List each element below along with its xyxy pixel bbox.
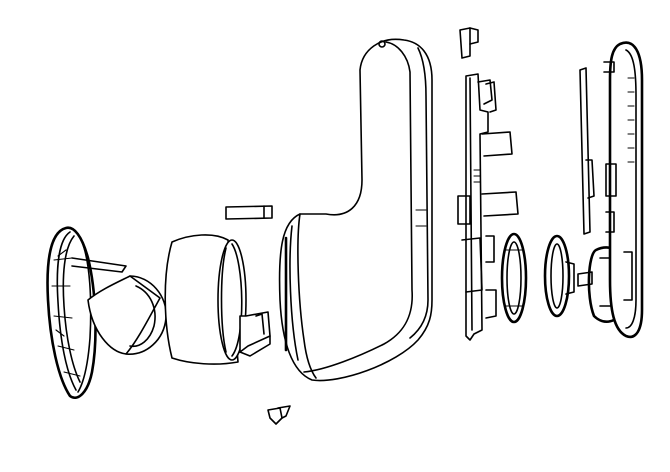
outer-sleeve	[164, 234, 247, 365]
thin-strip	[579, 67, 595, 235]
small-bracket	[267, 405, 291, 425]
end-cover-plate	[603, 41, 644, 339]
small-rectangular-plate	[225, 205, 273, 220]
circuit-board	[457, 73, 519, 341]
lens-cylinder	[87, 275, 167, 355]
handle-housing	[278, 38, 433, 382]
oval-ring-large	[500, 232, 528, 324]
top-clip	[459, 27, 479, 59]
sleeve-tab-bracket	[239, 311, 271, 357]
rear-cover-ring	[46, 226, 127, 399]
oval-ring-small	[543, 234, 575, 318]
